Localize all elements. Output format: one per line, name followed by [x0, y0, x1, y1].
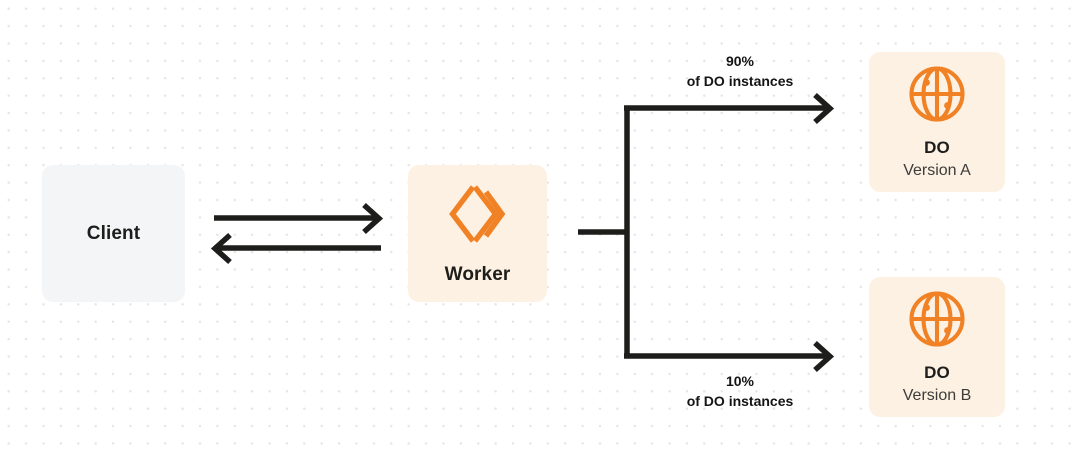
edge-label-do-a: 90% of DO instances: [640, 52, 840, 92]
arrow-worker-to-client: [210, 232, 381, 265]
node-do-b-label: DO: [924, 363, 950, 383]
edge-label-do-b: 10% of DO instances: [640, 372, 840, 412]
arrow-worker-to-do-a: [624, 92, 835, 125]
node-worker-label: Worker: [444, 264, 511, 286]
node-do-version-a[interactable]: DO Version A: [869, 52, 1005, 192]
edge-label-do-a-caption: of DO instances: [686, 72, 794, 89]
node-client[interactable]: Client: [42, 165, 185, 302]
node-client-label: Client: [86, 222, 141, 244]
node-do-a-sublabel: Version A: [903, 161, 971, 179]
branch-trunk: [578, 105, 630, 359]
node-do-a-label: DO: [924, 138, 950, 158]
arrow-worker-to-do-b: [624, 340, 835, 373]
edge-label-do-b-percent: 10%: [725, 373, 755, 389]
edge-label-do-a-percent: 90%: [725, 53, 755, 69]
globe-icon: [907, 289, 967, 349]
arrow-client-to-worker: [214, 202, 384, 235]
node-do-version-b[interactable]: DO Version B: [869, 277, 1005, 417]
cloudflare-workers-icon: [445, 181, 511, 247]
node-worker[interactable]: Worker: [408, 165, 547, 302]
globe-icon: [907, 64, 967, 124]
node-do-b-sublabel: Version B: [902, 386, 972, 404]
edge-label-do-b-caption: of DO instances: [686, 392, 794, 409]
